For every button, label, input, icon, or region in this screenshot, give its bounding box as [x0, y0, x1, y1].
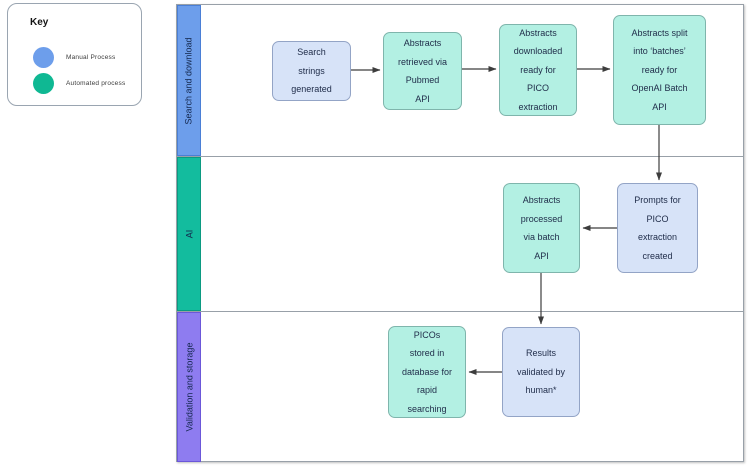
legend-item-automated: Automated process [33, 73, 125, 94]
node-abstracts-retrieved: Abstracts retrieved via Pubmed API [383, 32, 462, 110]
node-abstracts-downloaded: Abstracts downloaded ready for PICO extr… [499, 24, 577, 116]
lane-label: AI [183, 229, 194, 239]
node-abstracts-split-batches: Abstracts split into ‘batches’ ready for… [613, 15, 706, 125]
node-search-strings-generated: Search strings generated [272, 41, 351, 101]
legend-label: Automated process [66, 80, 126, 87]
legend-panel: Key Manual Process Automated process [7, 3, 142, 106]
node-prompts-created: Prompts for PICO extraction created [617, 183, 698, 273]
legend-title: Key [30, 17, 49, 28]
node-picos-stored: PICOs stored in database for rapid searc… [388, 326, 466, 418]
automated-process-dot-icon [33, 73, 54, 94]
lane-validation-and-storage: Validation and storage [177, 311, 743, 462]
lane-label: Search and download [184, 36, 195, 125]
node-results-validated: Results validated by human* [502, 327, 580, 417]
manual-process-dot-icon [33, 47, 54, 68]
lane-header-ai: AI [177, 157, 201, 311]
lane-ai: AI [177, 156, 743, 311]
lane-header-validation-and-storage: Validation and storage [177, 312, 201, 462]
lane-label: Validation and storage [184, 342, 194, 432]
legend-label: Manual Process [66, 54, 116, 61]
lane-search-and-download: Search and download [177, 5, 743, 156]
legend-item-manual: Manual Process [33, 47, 115, 68]
lane-header-search-and-download: Search and download [177, 5, 201, 156]
node-abstracts-processed: Abstracts processed via batch API [503, 183, 580, 273]
